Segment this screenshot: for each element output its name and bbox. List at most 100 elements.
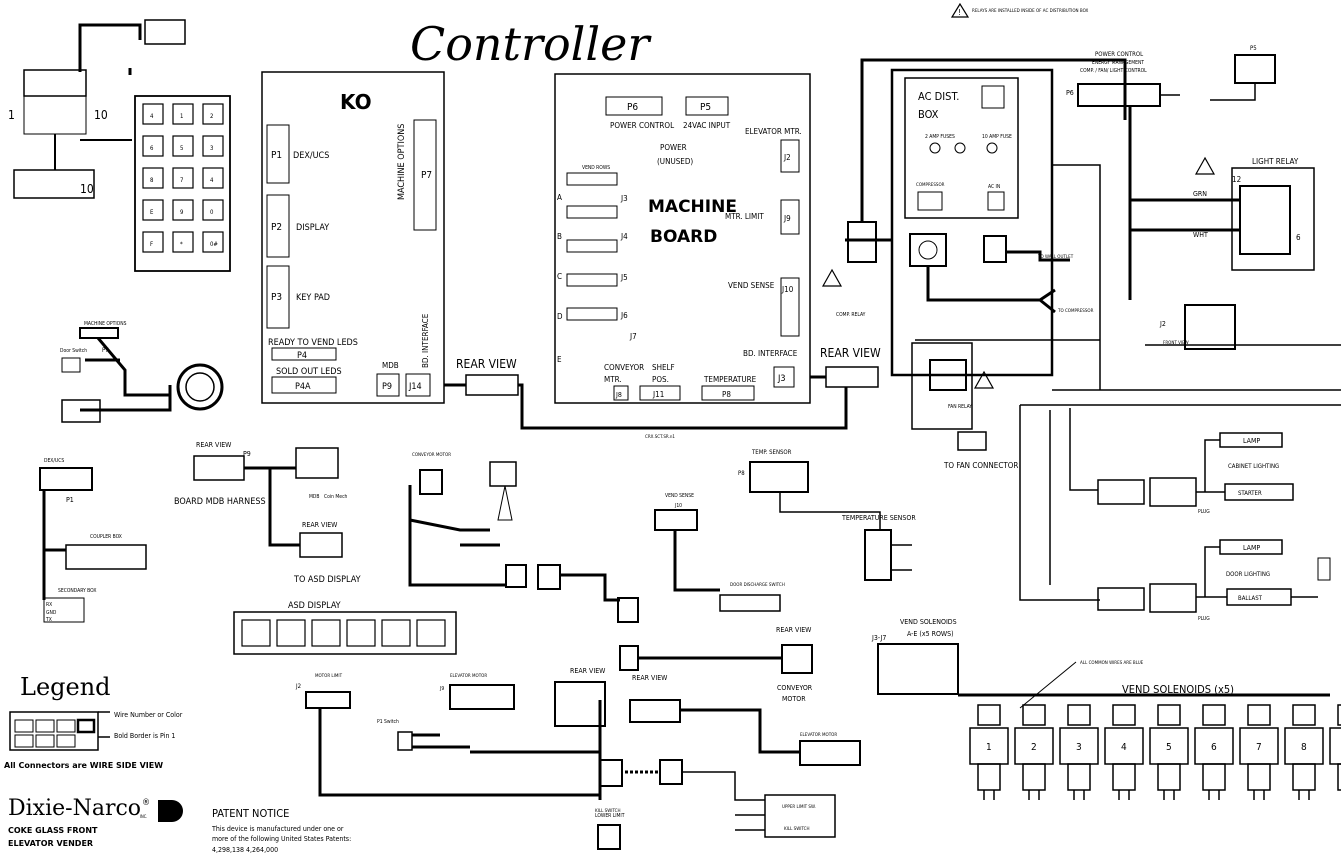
svg-text:REAR VIEW: REAR VIEW [302,521,338,529]
svg-text:4,298,138 4,264,000: 4,298,138 4,264,000 [212,846,278,854]
svg-text:TEMPERATURE: TEMPERATURE [703,375,757,384]
keypad-key [142,103,164,125]
svg-text:P7: P7 [102,347,109,354]
ko-title: KO [340,90,372,114]
svg-text:Door Switch: Door Switch [60,348,87,354]
svg-text:LAMP: LAMP [1243,437,1260,445]
solenoid-connector [977,704,1001,726]
svg-text:J2: J2 [1159,320,1166,328]
keypad-key-label: 0 [210,209,214,216]
svg-text:!: ! [958,8,961,17]
svg-text:D: D [557,312,563,321]
solenoid-number: 5 [1166,742,1172,753]
svg-text:SECONDARY BOX: SECONDARY BOX [58,588,96,594]
svg-text:BOARD MDB HARNESS: BOARD MDB HARNESS [174,497,266,507]
keypad-key-label: 7 [180,177,183,184]
keypad-key [142,167,164,189]
asd-digit [276,619,306,647]
svg-text:BD. INTERFACE: BD. INTERFACE [421,313,430,368]
keypad-key [142,135,164,157]
solenoid-plunger [1112,763,1136,791]
keypad-key [172,231,194,253]
keypad-harness: 1 10 10 [8,19,231,272]
keypad-key [172,199,194,221]
svg-text:P6: P6 [1066,89,1074,97]
asd-digit [346,619,376,647]
svg-text:TX: TX [45,617,52,623]
solenoid-plunger [977,763,1001,791]
svg-text:UPPER LIMIT SW.: UPPER LIMIT SW. [782,804,816,810]
svg-text:READY TO VEND LEDS: READY TO VEND LEDS [268,338,358,348]
solenoid-pins [983,790,995,800]
main-wiring [915,164,1341,601]
svg-text:2 AMP FUSES: 2 AMP FUSES [925,134,955,140]
svg-text:AC IN: AC IN [988,184,1000,190]
svg-text:MACHINE: MACHINE [648,197,737,217]
keypad-key [172,135,194,157]
keypad-key [202,135,224,157]
keypad-key [172,167,194,189]
keypad-key-label: 6 [150,145,154,152]
keypad-key-label: E [150,209,154,216]
svg-text:CONVEYOR MOTOR: CONVEYOR MOTOR [412,452,451,458]
solenoid-connector [1337,704,1341,726]
warning-icon [973,370,995,389]
ko-board: KO P1 DEX/UCS P2 DISPLAY P3 KEY PAD P7 M… [261,71,445,404]
svg-text:POWER CONTROL: POWER CONTROL [1095,51,1143,58]
svg-text:CONVEYOR: CONVEYOR [604,363,644,372]
svg-text:REAR VIEW: REAR VIEW [776,626,812,634]
svg-text:more of the following United S: more of the following United States Pate… [212,835,351,843]
rear-view-connector-2 [825,366,879,388]
keypad-key [202,103,224,125]
svg-text:J10: J10 [781,285,794,294]
solenoid-pins [1163,790,1175,800]
solenoid-row: 123456789 [969,704,1341,800]
svg-text:P1: P1 [66,496,74,504]
svg-text:MTR. LIMIT: MTR. LIMIT [725,212,764,221]
svg-text:CRX.SCT.SR.n1: CRX.SCT.SR.n1 [645,434,675,440]
svg-text:J7: J7 [629,332,637,341]
svg-text:TEMP. SENSOR: TEMP. SENSOR [751,449,792,456]
solenoid-connector [1157,704,1181,726]
asd-digit [416,619,446,647]
svg-text:POWER: POWER [660,143,687,152]
keypad-key-label: 5 [180,145,183,152]
solenoid-pins [1208,790,1220,800]
keypad-key-label: 8 [150,177,154,184]
keypad-key-label: 4 [210,177,214,184]
svg-text:BOARD: BOARD [650,227,717,247]
svg-text:ELEVATOR VENDER: ELEVATOR VENDER [8,839,93,848]
solenoid-connector [1022,704,1046,726]
svg-text:COMP. / FAN/ LIGHT CONTROL: COMP. / FAN/ LIGHT CONTROL [1080,68,1147,74]
solenoid-pins [1253,790,1265,800]
solenoid-connector [1202,704,1226,726]
svg-text:P7: P7 [421,170,432,181]
solenoid-plunger [1067,763,1091,791]
svg-text:J5: J5 [620,273,628,282]
svg-text:Wire Number or Color: Wire Number or Color [114,711,183,719]
svg-text:TO FAN CONNECTOR: TO FAN CONNECTOR [943,461,1018,470]
svg-text:DOOR DISCHARGE SWITCH: DOOR DISCHARGE SWITCH [730,582,785,588]
keypad-key-label: * [180,241,183,248]
middle-components: CONVEYOR MOTOR VEND SENSE J10 DOOR DISCH… [295,449,916,850]
solenoid-number: 3 [1076,742,1082,753]
svg-text:B: B [557,232,562,241]
svg-text:GRN: GRN [1193,190,1207,198]
solenoid-connector [1067,704,1091,726]
svg-text:ELEVATOR MOTOR: ELEVATOR MOTOR [800,732,837,738]
svg-text:REAR VIEW: REAR VIEW [632,674,668,682]
svg-text:DISPLAY: DISPLAY [296,223,329,233]
svg-text:J9: J9 [439,686,444,692]
keypad-key [202,199,224,221]
solenoid-plunger [1202,763,1226,791]
keypad-key-label: 9 [180,209,184,216]
svg-text:J8: J8 [615,391,622,399]
svg-text:ASD DISPLAY: ASD DISPLAY [288,601,341,611]
power-control: POWER CONTROL ENERGY MANAGEMENT COMP. / … [1066,45,1315,350]
asd-digit [311,619,341,647]
svg-text:TEMPERATURE SENSOR: TEMPERATURE SENSOR [841,514,916,522]
svg-text:LIGHT RELAY: LIGHT RELAY [1252,157,1299,166]
svg-text:J3-J7: J3-J7 [871,634,886,642]
svg-text:P1: P1 [271,150,282,161]
